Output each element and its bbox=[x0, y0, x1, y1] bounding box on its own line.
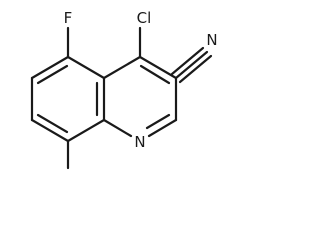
bond bbox=[170, 46, 205, 76]
bond bbox=[138, 55, 178, 80]
double-bond-inner bbox=[36, 64, 69, 85]
bond bbox=[66, 118, 106, 143]
bond bbox=[102, 118, 133, 138]
double-bond-inner bbox=[36, 113, 69, 134]
bond bbox=[30, 55, 70, 80]
double-bond-inner bbox=[139, 64, 171, 85]
quinoline-structure: F Cl N N bbox=[30, 9, 218, 170]
bond bbox=[147, 118, 178, 138]
bond bbox=[102, 55, 142, 80]
chlorine-label: Cl bbox=[137, 9, 152, 27]
double-bond-inner bbox=[145, 113, 171, 130]
bond bbox=[66, 55, 106, 80]
bond bbox=[174, 50, 209, 80]
ring-nitrogen-label: N bbox=[134, 133, 145, 151]
nitrile-triple-bond bbox=[170, 46, 213, 84]
fluorine-label: F bbox=[64, 9, 73, 27]
benzene-ring bbox=[30, 55, 106, 143]
bond bbox=[30, 118, 70, 143]
bond bbox=[178, 54, 213, 84]
pyridine-ring bbox=[102, 55, 178, 138]
nitrile-nitrogen-label: N bbox=[206, 31, 217, 49]
